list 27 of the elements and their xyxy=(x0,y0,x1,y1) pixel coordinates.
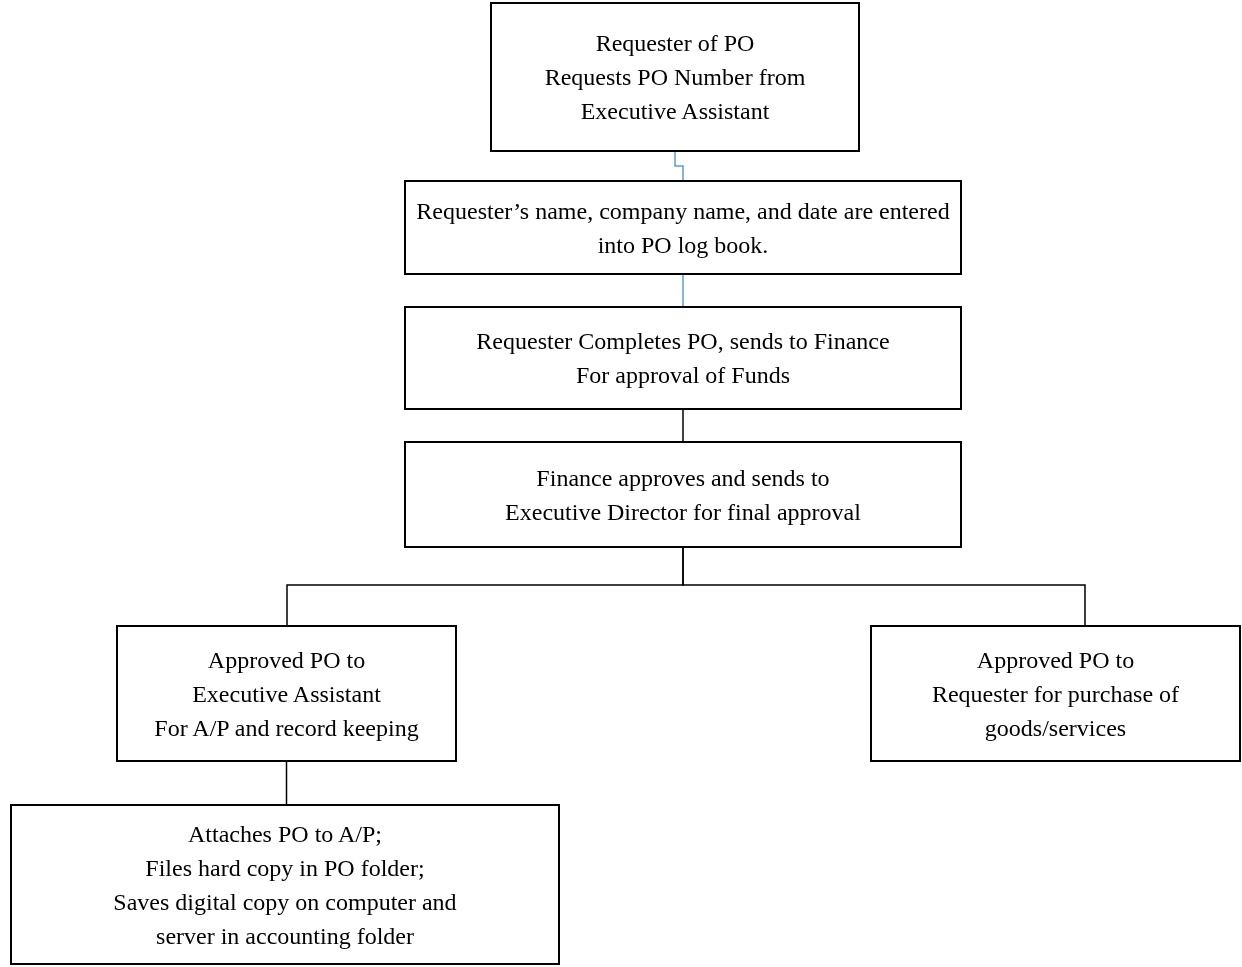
box-text: Saves digital copy on computer and server in accounting folder xyxy=(112,887,458,951)
process-box xyxy=(10,804,560,965)
box-text: Approved PO to xyxy=(976,645,1135,675)
process-box xyxy=(404,441,962,548)
box-text: Finance approves and sends to xyxy=(536,463,830,493)
connector-line xyxy=(674,151,684,181)
connector-line xyxy=(285,761,288,805)
box-text: Approved PO to xyxy=(207,645,366,675)
box-text: Files hard copy in PO folder; xyxy=(145,853,425,883)
process-box xyxy=(404,180,962,275)
box-text: Requester Completes PO, sends to Finance xyxy=(476,327,890,356)
box-text: Requests PO Number from Executive Assistant xyxy=(543,63,807,126)
process-box xyxy=(404,306,962,410)
box-text: For approval of Funds xyxy=(576,361,790,390)
connector-line xyxy=(682,409,684,442)
box-text: Executive Director for final approval xyxy=(505,497,861,527)
box-text: For A/P and record keeping xyxy=(154,713,419,743)
process-box xyxy=(116,625,457,762)
box-text: Requester of PO xyxy=(595,29,755,58)
box-text: Requester for purchase of goods/services xyxy=(930,679,1181,743)
process-box xyxy=(870,625,1241,762)
box-text: Requester’s name, company name, and date are entered into PO log book. xyxy=(415,196,951,260)
box-text: Attaches PO to A/P; xyxy=(188,819,382,849)
connector-line xyxy=(682,274,684,307)
connector-line xyxy=(682,547,1086,626)
process-box xyxy=(490,2,860,152)
box-text: Executive Assistant xyxy=(192,679,381,709)
